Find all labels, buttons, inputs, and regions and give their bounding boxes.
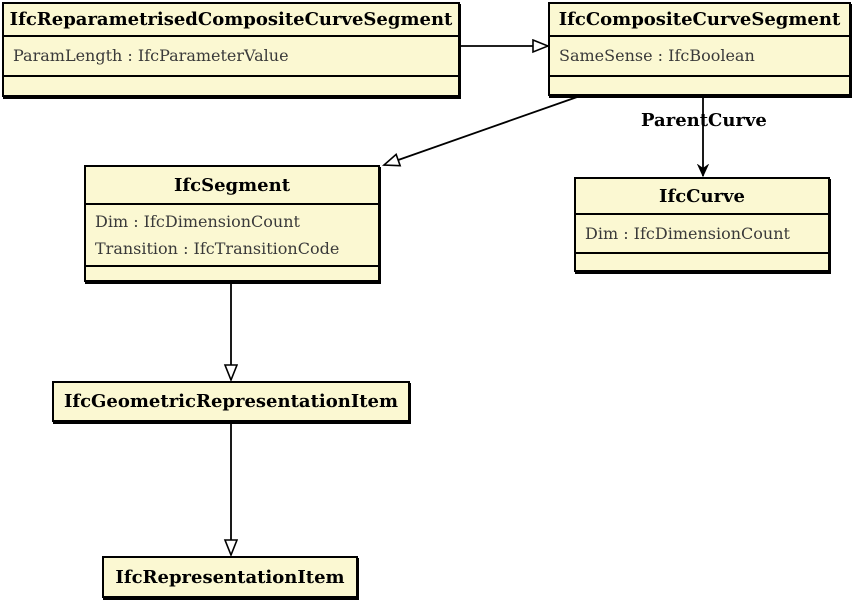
- class-attribute: SameSense : IfcBoolean: [559, 46, 755, 65]
- class-name: IfcRepresentationItem: [115, 566, 345, 588]
- generalization-arrow-compositecurvesegment-to-segment: [384, 95, 581, 165]
- class-box-ifccompositecurvesegment[interactable]: IfcCompositeCurveSegment SameSense : Ifc…: [548, 2, 851, 96]
- class-operations-compartment: [4, 75, 458, 95]
- class-attributes-compartment: Dim : IfcDimensionCount: [576, 213, 828, 252]
- class-attributes-compartment: SameSense : IfcBoolean: [550, 35, 849, 75]
- class-operations-compartment: [86, 265, 378, 280]
- class-box-ifcrepresentationitem[interactable]: IfcRepresentationItem: [102, 556, 358, 598]
- class-name: IfcSegment: [173, 174, 291, 196]
- class-box-ifccurve[interactable]: IfcCurve Dim : IfcDimensionCount: [574, 177, 830, 272]
- class-attribute: Transition : IfcTransitionCode: [95, 239, 340, 258]
- class-box-ifcsegment[interactable]: IfcSegment Dim : IfcDimensionCount Trans…: [84, 165, 380, 282]
- class-attributes-compartment: Dim : IfcDimensionCount Transition : Ifc…: [86, 203, 378, 265]
- class-name: IfcCompositeCurveSegment: [558, 9, 841, 30]
- class-name: IfcCurve: [659, 185, 745, 207]
- class-attribute: Dim : IfcDimensionCount: [585, 224, 790, 243]
- class-attribute: Dim : IfcDimensionCount: [95, 212, 300, 231]
- class-name: IfcReparametrisedCompositeCurveSegment: [9, 9, 453, 30]
- class-attributes-compartment: ParamLength : IfcParameterValue: [4, 35, 458, 75]
- class-operations-compartment: [550, 75, 849, 94]
- class-box-ifcreparametrisedcompositecurvesegment[interactable]: IfcReparametrisedCompositeCurveSegment P…: [2, 2, 460, 97]
- class-box-ifcgeometricrepresentationitem[interactable]: IfcGeometricRepresentationItem: [52, 381, 410, 422]
- class-operations-compartment: [576, 252, 828, 270]
- class-name: IfcGeometricRepresentationItem: [63, 391, 399, 412]
- class-attribute: ParamLength : IfcParameterValue: [13, 46, 289, 65]
- edge-label-parentcurve: ParentCurve: [641, 110, 767, 131]
